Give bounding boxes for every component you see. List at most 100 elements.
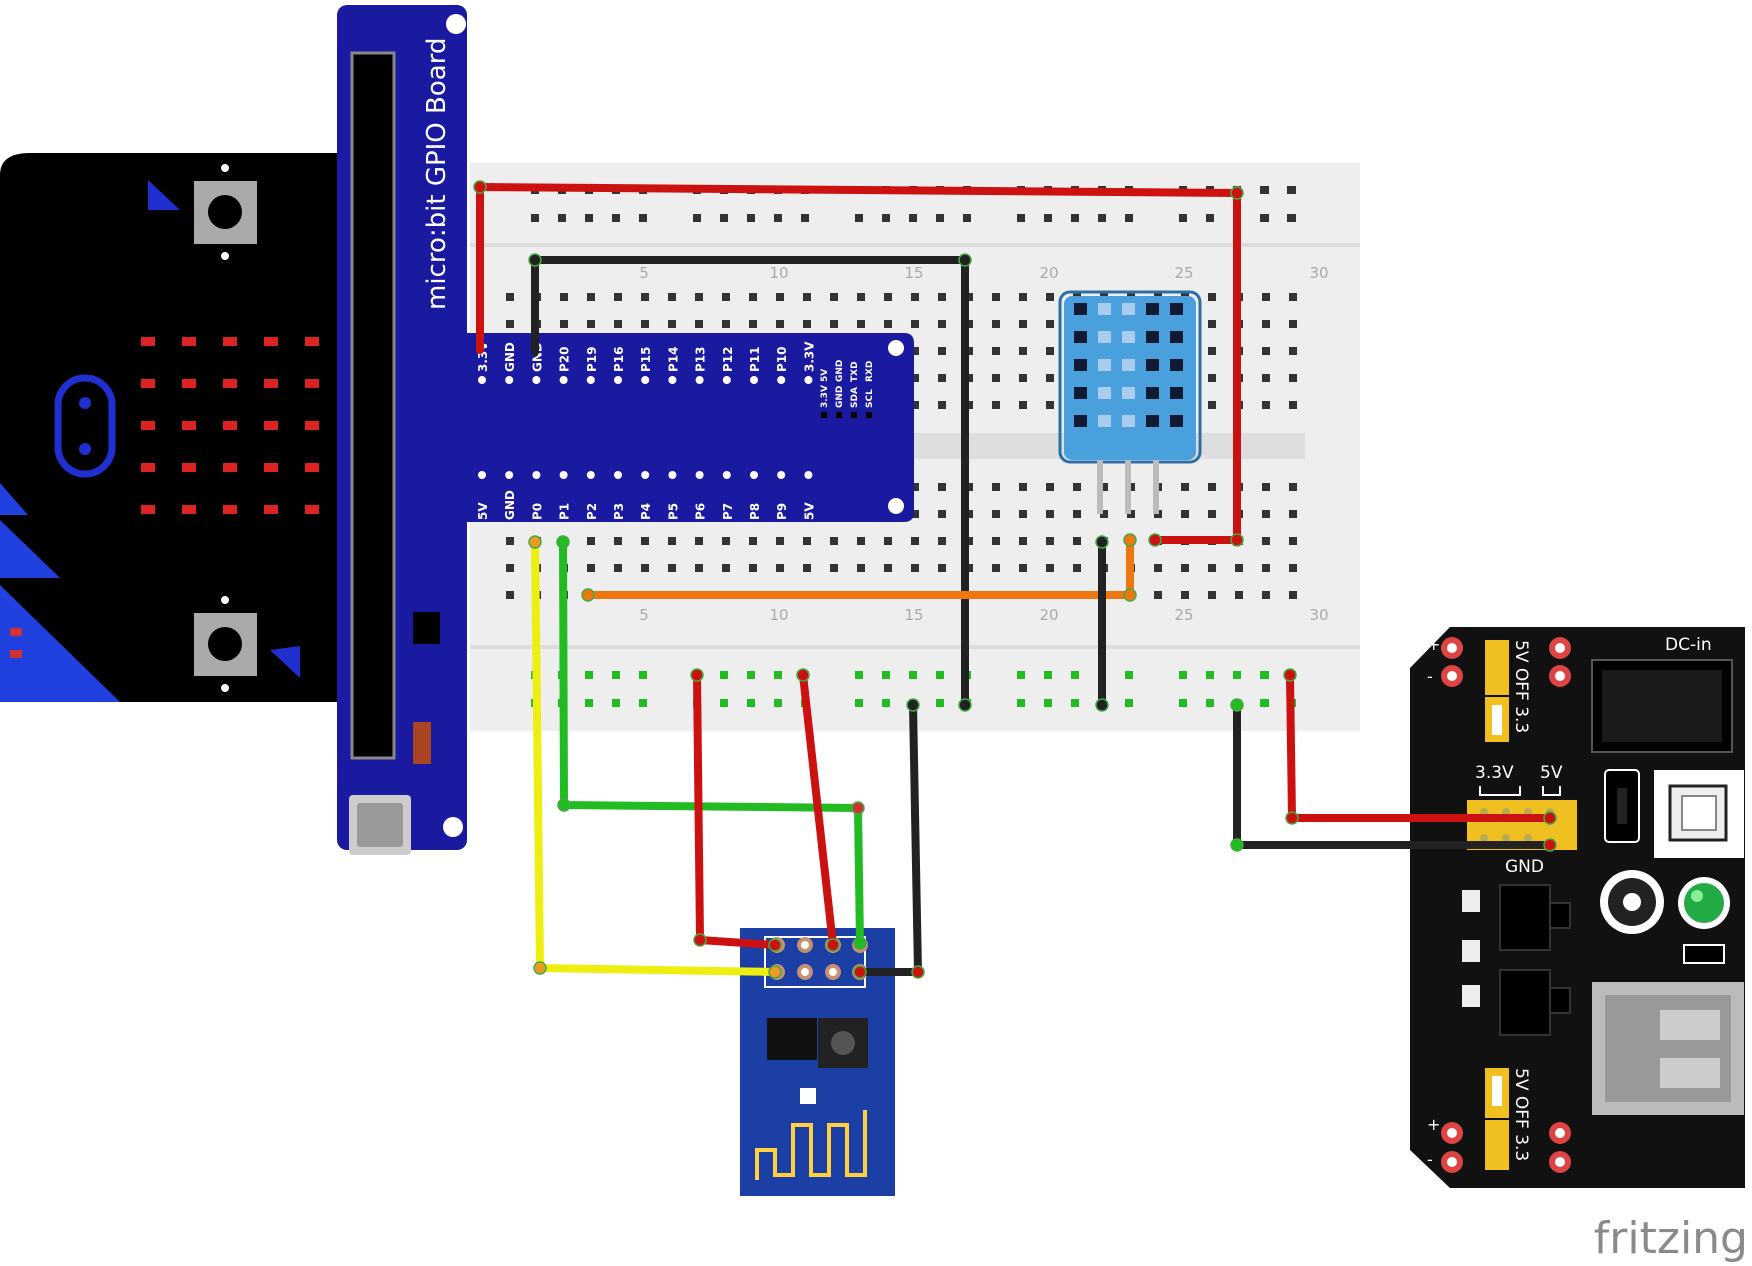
breadboard-hole[interactable] xyxy=(774,699,782,707)
wire-endpoint[interactable] xyxy=(1123,588,1137,602)
breadboard-hole[interactable] xyxy=(884,537,892,545)
breadboard-hole[interactable] xyxy=(614,537,622,545)
breadboard-hole[interactable] xyxy=(1261,671,1269,679)
gpio-pin[interactable] xyxy=(532,376,541,384)
wire-endpoint[interactable] xyxy=(1543,838,1557,852)
breadboard-hole[interactable] xyxy=(1179,214,1187,222)
breadboard-hole[interactable] xyxy=(803,537,811,545)
breadboard-hole[interactable] xyxy=(695,293,703,301)
wire-endpoint[interactable] xyxy=(533,961,547,975)
breadboard-hole[interactable] xyxy=(1261,699,1269,707)
breadboard-hole[interactable] xyxy=(1289,374,1297,382)
breadboard-hole[interactable] xyxy=(830,564,838,572)
breadboard-hole[interactable] xyxy=(585,671,593,679)
wire-endpoint[interactable] xyxy=(1283,668,1297,682)
breadboard-hole[interactable] xyxy=(1181,591,1189,599)
gpio-pin[interactable] xyxy=(695,376,704,384)
wire-endpoint[interactable] xyxy=(690,668,704,682)
breadboard-hole[interactable] xyxy=(749,293,757,301)
gpio-pin[interactable] xyxy=(668,376,677,384)
breadboard-hole[interactable] xyxy=(558,214,566,222)
breadboard-hole[interactable] xyxy=(938,374,946,382)
breadboard-hole[interactable] xyxy=(1154,591,1162,599)
breadboard-hole[interactable] xyxy=(776,320,784,328)
breadboard-hole[interactable] xyxy=(855,214,863,222)
breadboard-hole[interactable] xyxy=(749,537,757,545)
gpio-pin[interactable] xyxy=(641,471,650,479)
breadboard-hole[interactable] xyxy=(992,564,1000,572)
gpio-pin[interactable] xyxy=(750,376,758,384)
breadboard-hole[interactable] xyxy=(668,320,676,328)
breadboard-hole[interactable] xyxy=(776,564,784,572)
breadboard-hole[interactable] xyxy=(884,564,892,572)
breadboard-hole[interactable] xyxy=(911,347,919,355)
breadboard-hole[interactable] xyxy=(1262,320,1270,328)
breadboard-hole[interactable] xyxy=(803,320,811,328)
breadboard-hole[interactable] xyxy=(1289,293,1297,301)
breadboard-hole[interactable] xyxy=(776,293,784,301)
wire-endpoint[interactable] xyxy=(1230,838,1244,852)
wire-endpoint[interactable] xyxy=(958,698,972,712)
breadboard-hole[interactable] xyxy=(909,671,917,679)
breadboard-hole[interactable] xyxy=(992,293,1000,301)
breadboard-hole[interactable] xyxy=(614,293,622,301)
breadboard-hole[interactable] xyxy=(720,699,728,707)
wire-endpoint[interactable] xyxy=(796,668,810,682)
breadboard-hole[interactable] xyxy=(641,293,649,301)
breadboard-hole[interactable] xyxy=(911,320,919,328)
breadboard-hole[interactable] xyxy=(1289,510,1297,518)
gpio-pin[interactable] xyxy=(478,471,486,479)
breadboard-hole[interactable] xyxy=(1261,186,1269,194)
breadboard-hole[interactable] xyxy=(884,320,892,328)
breadboard-hole[interactable] xyxy=(909,214,917,222)
wire-endpoint[interactable] xyxy=(1148,533,1162,547)
breadboard-hole[interactable] xyxy=(1206,671,1214,679)
wire-green-p1[interactable] xyxy=(559,538,864,947)
breadboard-hole[interactable] xyxy=(830,537,838,545)
breadboard-hole[interactable] xyxy=(1046,347,1054,355)
breadboard-hole[interactable] xyxy=(911,483,919,491)
breadboard-hole[interactable] xyxy=(722,293,730,301)
wire-endpoint[interactable] xyxy=(557,798,571,812)
breadboard-hole[interactable] xyxy=(857,293,865,301)
wire-endpoint[interactable] xyxy=(768,965,782,979)
breadboard-hole[interactable] xyxy=(747,699,755,707)
breadboard-hole[interactable] xyxy=(585,699,593,707)
side-pin[interactable] xyxy=(821,412,827,418)
breadboard-hole[interactable] xyxy=(1233,671,1241,679)
breadboard-hole[interactable] xyxy=(1289,483,1297,491)
breadboard-hole[interactable] xyxy=(1019,537,1027,545)
wire-endpoint[interactable] xyxy=(1095,535,1109,549)
breadboard-hole[interactable] xyxy=(911,564,919,572)
breadboard-hole[interactable] xyxy=(1098,214,1106,222)
breadboard-hole[interactable] xyxy=(1262,591,1270,599)
breadboard-hole[interactable] xyxy=(1208,401,1216,409)
breadboard-hole[interactable] xyxy=(1208,293,1216,301)
breadboard-hole[interactable] xyxy=(963,214,971,222)
breadboard-hole[interactable] xyxy=(855,671,863,679)
breadboard-hole[interactable] xyxy=(1289,347,1297,355)
breadboard-hole[interactable] xyxy=(803,564,811,572)
breadboard-hole[interactable] xyxy=(1154,564,1162,572)
breadboard-hole[interactable] xyxy=(587,537,595,545)
breadboard-hole[interactable] xyxy=(882,671,890,679)
wire-endpoint[interactable] xyxy=(581,588,595,602)
wire-endpoint[interactable] xyxy=(1230,186,1244,200)
wire-endpoint[interactable] xyxy=(1230,533,1244,547)
breadboard-hole[interactable] xyxy=(1181,483,1189,491)
breadboard-hole[interactable] xyxy=(1046,537,1054,545)
wire-black-gnd[interactable] xyxy=(531,256,969,709)
breadboard-hole[interactable] xyxy=(1289,537,1297,545)
breadboard-hole[interactable] xyxy=(1208,564,1216,572)
breadboard-hole[interactable] xyxy=(1044,214,1052,222)
breadboard-hole[interactable] xyxy=(911,293,919,301)
breadboard-hole[interactable] xyxy=(722,320,730,328)
breadboard-hole[interactable] xyxy=(506,320,514,328)
wire-endpoint[interactable] xyxy=(906,698,920,712)
breadboard-hole[interactable] xyxy=(992,510,1000,518)
breadboard-hole[interactable] xyxy=(1206,699,1214,707)
breadboard-hole[interactable] xyxy=(1019,483,1027,491)
breadboard-hole[interactable] xyxy=(1044,671,1052,679)
gpio-pin[interactable] xyxy=(804,376,813,384)
breadboard-hole[interactable] xyxy=(1073,537,1081,545)
